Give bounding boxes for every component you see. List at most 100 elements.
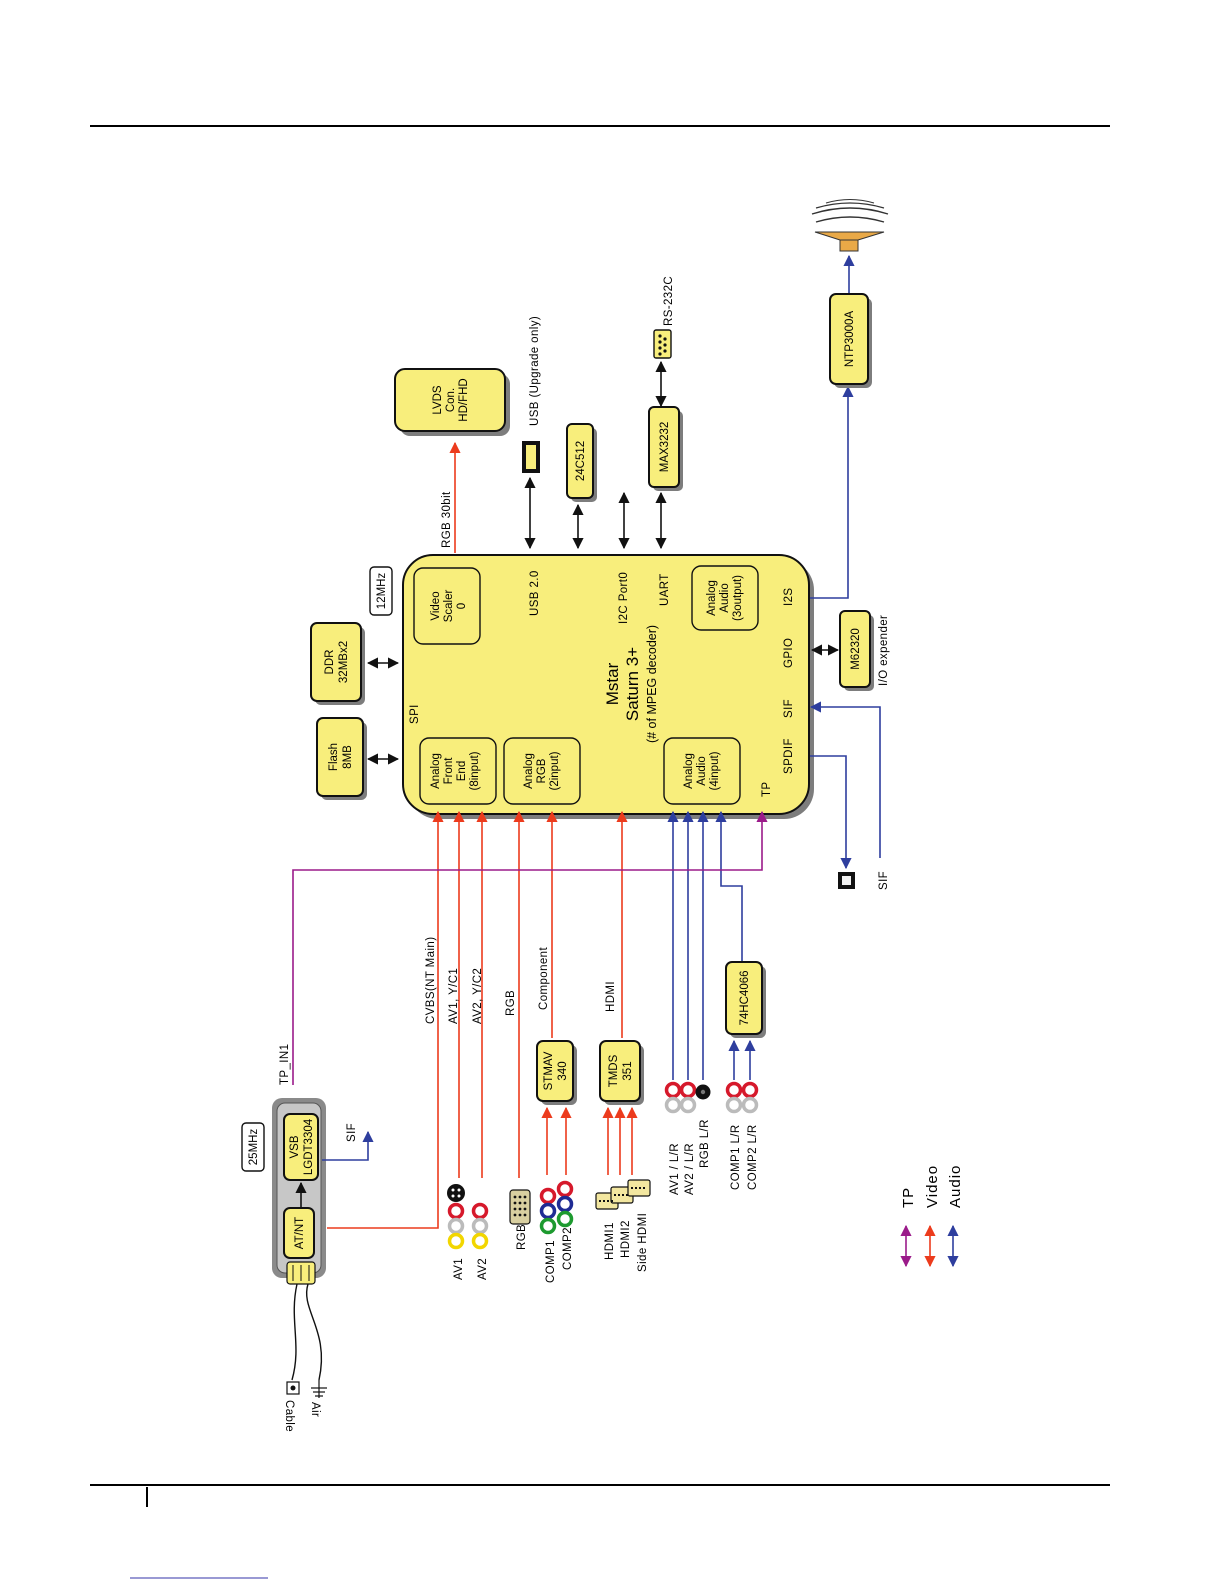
av2-rca-connectors	[471, 1202, 489, 1250]
speaker-icon	[811, 199, 889, 252]
tmds351-chip: TMDS 351	[599, 1040, 644, 1105]
usb-upgrade-label: USB (Upgrade only)	[529, 316, 541, 426]
port-i2s-label: I2S	[783, 588, 795, 606]
hc4066-chip: 74HC4066	[725, 961, 766, 1038]
audio-out-text-1: Analog	[706, 580, 718, 616]
rgb-block-text-2: RGB	[536, 758, 548, 783]
av2-label: AV2	[477, 1258, 489, 1280]
lvds-connector: LVDS Con. HD/FHD	[394, 368, 510, 436]
port-gpio-label: GPIO	[783, 638, 795, 668]
video-scaler-text-2: Scaler	[443, 590, 455, 623]
av1-label: AV1	[453, 1258, 465, 1280]
av2-yc-label: AV2, Y/C2	[472, 968, 484, 1024]
afe-text-4: (8input)	[469, 751, 481, 790]
stmav340-chip: STMAV 340	[536, 1040, 577, 1105]
hdmi-label: HDMI	[605, 981, 617, 1012]
lvds-text-2: Con.	[445, 388, 457, 412]
ddr-text-2: 32MBx2	[338, 641, 350, 683]
video-scaler-text-1: Video	[430, 591, 442, 620]
air-label: Air	[309, 1402, 321, 1417]
afe-text-3: End	[456, 761, 468, 781]
legend: TP Video Audio	[900, 1165, 964, 1268]
hdmi1-label: HDMI1	[604, 1222, 616, 1260]
analog-rgb-block: Analog RGB (2input)	[503, 737, 581, 805]
clock-12mhz: 12MHz	[369, 566, 393, 616]
legend-audio-label: Audio	[947, 1165, 964, 1208]
flash-text-2: 8MB	[342, 745, 354, 769]
legend-tp-label: TP	[900, 1187, 917, 1208]
clock-25mhz: 25MHz	[241, 1122, 265, 1172]
main-chip-model: Saturn 3+	[623, 647, 642, 721]
port-uart-label: UART	[659, 573, 671, 606]
lvds-text-3: HD/FHD	[458, 378, 470, 421]
ddr-chip: DDR 32MBx2	[310, 622, 365, 705]
io-expander-label: I/O expender	[878, 615, 890, 686]
flash-chip: Flash 8MB	[316, 717, 367, 800]
sif-tuner-line	[322, 1130, 374, 1161]
audio-in-text-1: Analog	[683, 753, 695, 789]
component-label: Component	[538, 947, 550, 1010]
hc4066-text: 74HC4066	[739, 971, 751, 1026]
av1-yc-label: AV1, Y/C1	[448, 968, 460, 1024]
sif-in-line	[809, 701, 881, 858]
spdif-optical-icon	[838, 872, 855, 889]
clock-12-text: 12MHz	[376, 573, 388, 610]
av-svideo-connector-icon	[447, 1184, 465, 1202]
tmds-text-1: TMDS	[608, 1054, 620, 1087]
rgb-connector-label: RGB	[516, 1224, 528, 1250]
rgb-dsub-icon	[509, 1189, 531, 1225]
afe-text-1: Analog	[430, 753, 442, 789]
comp2-label: COMP2	[562, 1227, 574, 1270]
spdif-line	[810, 755, 852, 870]
tuner-module: VSB LGDT3304 AT/NT	[272, 1098, 326, 1285]
eeprom-text: 24C512	[575, 441, 587, 481]
analog-front-end-block: Analog Front End (8input)	[419, 737, 497, 805]
av2-lr-label: AV2 / L/R	[684, 1143, 696, 1195]
hc4066-audio-line	[715, 810, 743, 962]
m62320-chip: M62320	[839, 610, 874, 691]
sif-tuner-label: SIF	[346, 1123, 358, 1142]
av1-rca-connectors	[447, 1202, 465, 1250]
m62320-text: M62320	[850, 628, 862, 670]
ddr-text-1: DDR	[324, 650, 336, 675]
hdmi2-label: HDMI2	[620, 1220, 632, 1258]
sif-bottom-label: SIF	[878, 871, 890, 890]
flash-text-1: Flash	[328, 743, 340, 771]
lvds-text-1: LVDS	[432, 385, 444, 415]
comp1-label: COMP1	[545, 1240, 557, 1283]
port-sif-label: SIF	[783, 699, 795, 718]
rgb-block-text-3: (2input)	[549, 751, 561, 790]
tp-in1-label: TP_IN1	[279, 1044, 291, 1085]
antenna-ground-icon	[311, 1380, 327, 1398]
rs232-connector-icon	[653, 329, 672, 359]
analog-audio-in-block: Analog Audio (4input)	[663, 737, 741, 805]
cvbs-line	[327, 810, 444, 1229]
tp-line	[292, 810, 768, 1085]
audio-out-text-2: Audio	[719, 583, 731, 612]
video-scaler-text-3: 0	[456, 603, 468, 609]
video-scaler-block: Video Scaler 0	[413, 567, 481, 645]
mstar-main-chip: Mstar Saturn 3+ (# of MPEG decoder) SPI …	[402, 554, 814, 819]
port-i2c-label: I2C Port0	[618, 572, 630, 624]
afe-text-2: Front	[443, 757, 455, 785]
legend-video-label: Video	[924, 1165, 941, 1208]
port-spi-label: SPI	[409, 704, 421, 724]
ntp3000a-text: NTP3000A	[844, 311, 856, 368]
port-usb-label: USB 2.0	[529, 570, 541, 616]
max3232-text: MAX3232	[659, 422, 671, 473]
rs232-label: RS-232C	[663, 276, 675, 326]
hdmi-connectors-icon	[595, 1179, 651, 1210]
main-chip-note: (# of MPEG decoder)	[645, 625, 659, 743]
eeprom-chip: 24C512	[566, 423, 597, 502]
main-chip-name: Mstar	[603, 662, 622, 705]
audio-in-text-2: Audio	[696, 756, 708, 785]
cvbs-label: CVBS(NT Main)	[425, 937, 437, 1024]
rgb-block-text-1: Analog	[523, 753, 535, 789]
port-tp-label: TP	[761, 782, 773, 798]
comp2-lr-label: COMP2 L/R	[747, 1124, 759, 1190]
air-wire	[306, 1283, 323, 1381]
side-hdmi-label: Side HDMI	[637, 1213, 649, 1272]
stmav-text-1: STMAV	[543, 1051, 555, 1090]
